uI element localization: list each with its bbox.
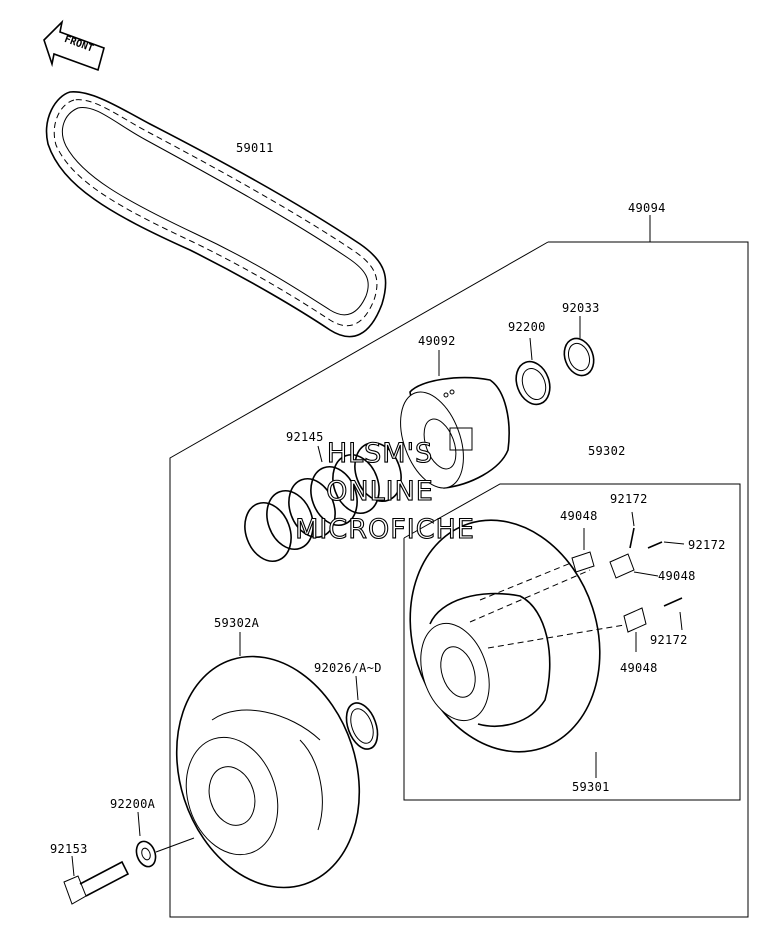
- callout-drive-belt: 59011: [236, 141, 274, 155]
- callout-screw-top: 92172: [610, 492, 648, 506]
- bushing: [515, 337, 551, 406]
- callout-fixed-sheave: 59302A: [214, 616, 260, 630]
- callout-bushing: 92200: [508, 320, 546, 334]
- callout-bolt: 92153: [50, 842, 88, 856]
- callout-spring: 92145: [286, 430, 324, 444]
- shim: [345, 675, 379, 750]
- watermark-line-3: MICROFICHE: [295, 514, 475, 545]
- screws: [629, 511, 685, 631]
- callout-shim: 92026/A~D: [314, 661, 382, 675]
- spring: [244, 442, 402, 562]
- callout-weight-lower: 49048: [620, 661, 658, 675]
- front-label: FRONT: [63, 34, 95, 55]
- callout-screw-lower: 92172: [650, 633, 688, 647]
- snap-ring: [563, 316, 595, 377]
- callout-weight-left: 49048: [560, 509, 598, 523]
- watermark-line-2: ONLINE: [326, 476, 434, 507]
- callout-movable-sheave-assy: 59302: [588, 444, 626, 458]
- front-arrow-icon: FRONT: [43, 19, 105, 72]
- callout-movable-sheave: 59301: [572, 780, 610, 794]
- weights: [571, 528, 659, 652]
- callout-screw-right: 92172: [688, 538, 726, 552]
- callout-snap-ring: 92033: [562, 301, 600, 315]
- bolt: [63, 855, 130, 905]
- callout-driven-pulley-assy: 49094: [628, 201, 666, 215]
- movable-sheave: [409, 519, 631, 778]
- callout-weight-right: 49048: [658, 569, 696, 583]
- callout-washer: 92200A: [110, 797, 156, 811]
- watermark-line-1: HLSM'S: [327, 438, 433, 469]
- drive-belt: [45, 91, 387, 338]
- fixed-sheave: [175, 632, 361, 889]
- assembly-frame: [169, 215, 749, 918]
- cam: [400, 350, 510, 489]
- washer: [135, 811, 195, 868]
- callout-cam: 49092: [418, 334, 456, 348]
